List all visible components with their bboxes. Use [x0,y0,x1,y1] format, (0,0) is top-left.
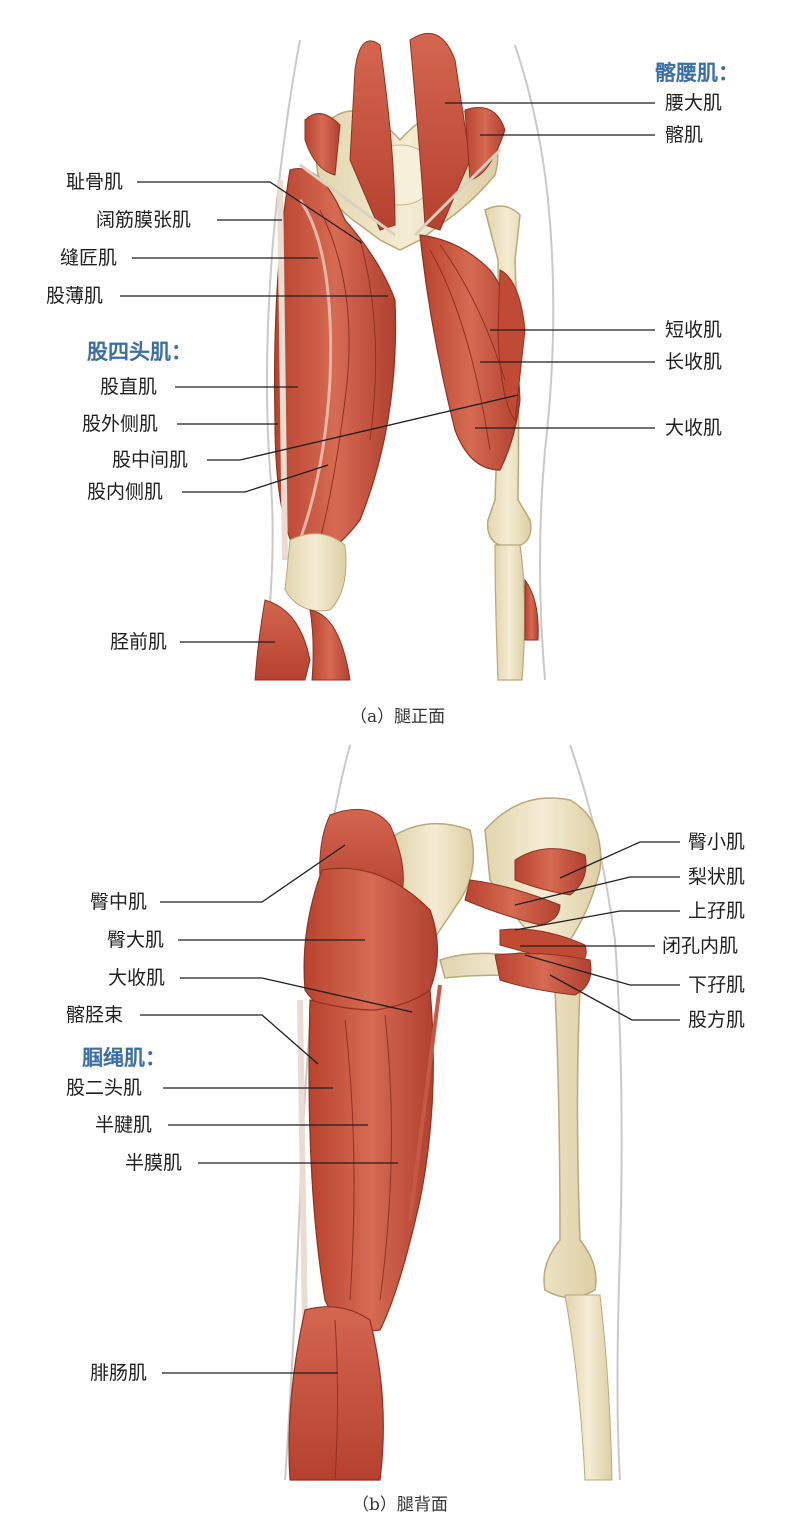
leader-gemellus-superior [514,910,680,931]
label-rectus-femoris: 股直肌 [100,376,158,398]
label-adductor-magnus-back: 大收肌 [108,967,166,989]
label-gracilis: 股薄肌 [46,285,104,307]
leader-pectineus [137,181,363,244]
label-semitendinosus: 半腱肌 [95,1114,153,1136]
leader-lines [120,102,680,1374]
label-gluteus-minimus: 臀小肌 [688,831,746,853]
label-adductor-brevis: 短收肌 [665,319,723,341]
leader-gluteus-minimus [559,841,680,879]
label-adductor-magnus-front: 大收肌 [665,417,723,439]
label-gemellus-superior: 上孖肌 [688,900,746,922]
leader-adductor-magnus-back [180,977,413,1013]
label-tensor-fasciae-latae: 阔筋膜张肌 [96,209,192,231]
label-gemellus-inferior: 下孖肌 [688,974,746,996]
label-iliotibial-tract: 髂胫束 [66,1004,124,1026]
group-heading-hamstrings: 腘绳肌： [82,1046,166,1070]
label-gluteus-medius: 臀中肌 [90,891,148,913]
leader-vastus-intermedius [207,394,519,461]
caption-front-view: （a）腿正面 [350,707,446,727]
leader-gluteus-medius [160,844,346,903]
label-biceps-femoris: 股二头肌 [66,1077,143,1099]
label-psoas-major: 腰大肌 [665,92,723,114]
caption-back-view: （b）腿背面 [352,1495,448,1515]
label-piriformis: 梨状肌 [688,866,746,888]
front-view-drawing [254,32,555,681]
label-vastus-lateralis: 股外侧肌 [82,413,159,435]
label-semimembranosus: 半膜肌 [125,1152,183,1174]
label-pectineus: 耻骨肌 [66,171,124,193]
label-tibialis-anterior: 胫前肌 [110,631,168,653]
label-obturator-internus: 闭孔内肌 [662,935,739,957]
leader-piriformis [514,876,680,906]
leader-vastus-medialis [182,464,329,493]
label-vastus-medialis: 股内侧肌 [87,481,164,503]
group-heading-iliopsoas: 髂腰肌： [655,61,739,85]
label-vastus-intermedius: 股中间肌 [112,449,189,471]
label-gluteus-maximus: 臀大肌 [107,929,165,951]
label-iliacus: 髂肌 [665,124,704,146]
group-heading-quadriceps: 股四头肌： [87,340,192,364]
leader-quadratus-femoris [549,974,680,1021]
label-gastrocnemius: 腓肠肌 [90,1362,148,1384]
label-sartorius: 缝匠肌 [60,247,118,269]
label-quadratus-femoris: 股方肌 [688,1009,746,1031]
leader-iliotibial-tract [140,1014,319,1065]
back-view-drawing [284,744,623,1481]
label-adductor-longus: 长收肌 [665,351,723,373]
leader-gemellus-inferior [524,954,680,986]
